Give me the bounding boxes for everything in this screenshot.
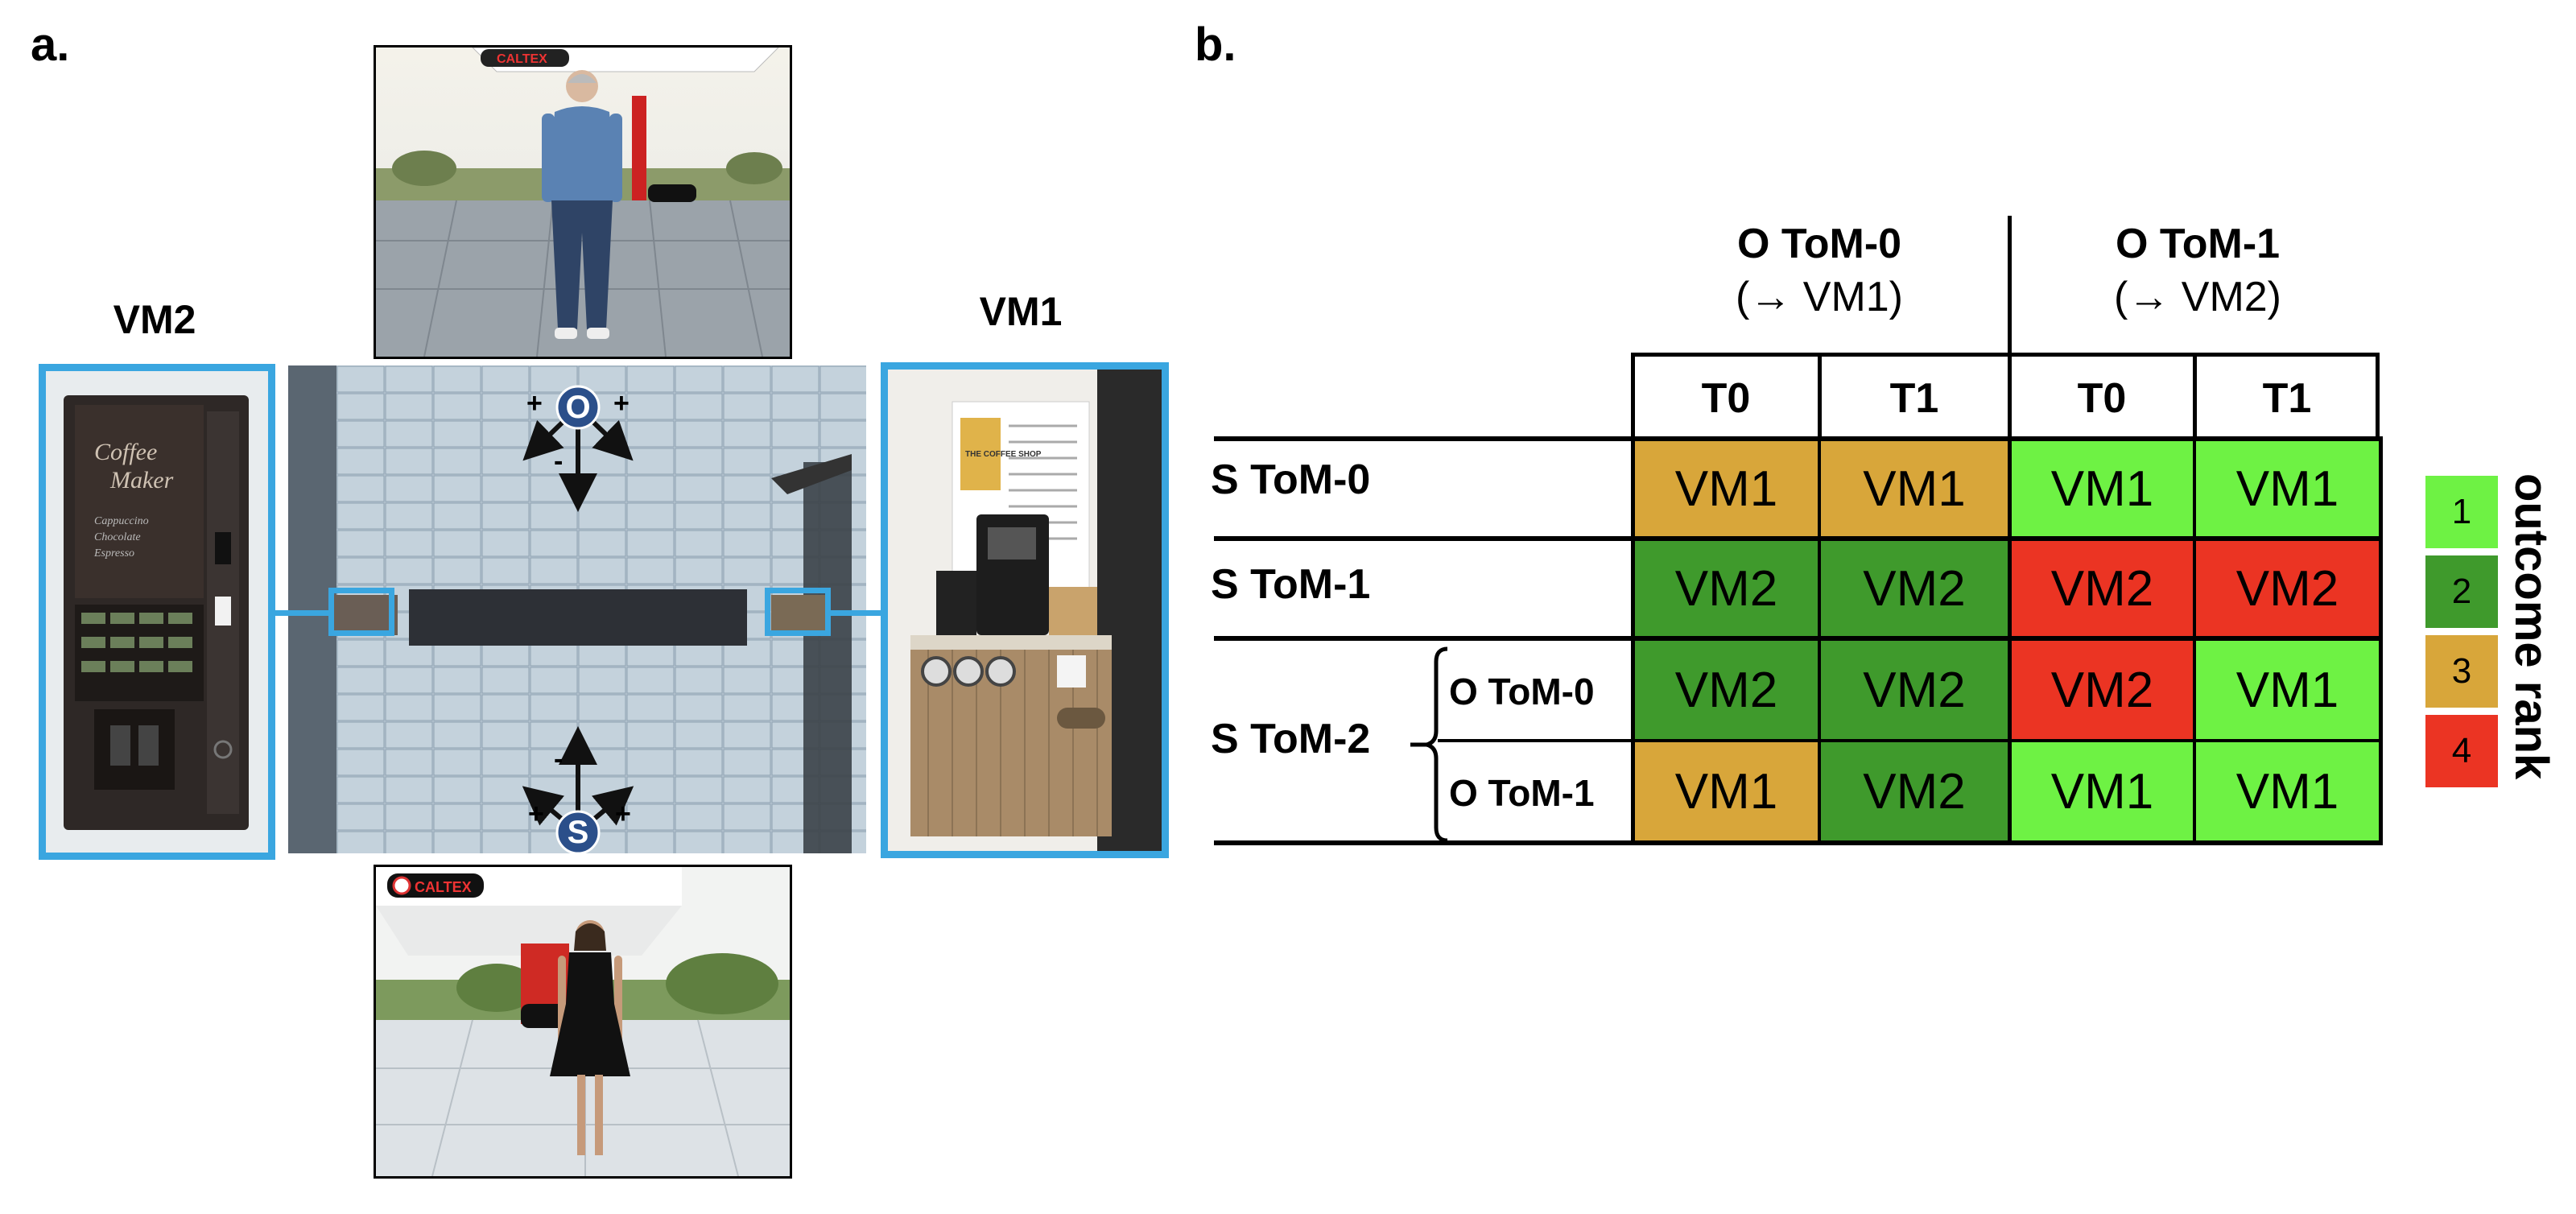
legend-rank-2: 2 — [2423, 553, 2500, 630]
table-cell: VM1 — [2196, 742, 2379, 840]
row-label-s-tom2: S ToM-2 — [1211, 716, 1371, 762]
subcol-t1-a: T1 — [1889, 375, 1939, 422]
table-cell: VM2 — [1821, 641, 2008, 739]
agent-o-scene: CALTEX — [376, 47, 790, 357]
grid-v1 — [1818, 436, 1821, 844]
subcol-t0-b: T0 — [2077, 375, 2127, 422]
rule-bottom — [1214, 840, 2383, 845]
vm2-brand-line2: Maker — [109, 467, 174, 493]
vm1-machine-graphic: THE COFFEE SHOP — [888, 370, 1162, 851]
table-cell: VM1 — [2012, 742, 2193, 840]
rule-top — [1214, 436, 2383, 441]
col-group-o-tom0: O ToM-0 (→ VM1) — [1634, 217, 2004, 324]
panel-label-a: a. — [31, 19, 70, 71]
rule-row1 — [1214, 536, 2383, 541]
caltex-sign-bottom: CALTEX — [415, 879, 472, 895]
s-tom2-bracket — [1410, 646, 1448, 843]
table-cell: VM2 — [1821, 541, 2008, 636]
caltex-sign-top: CALTEX — [497, 52, 547, 66]
vm2-item-2: Chocolate — [94, 531, 141, 543]
col-group-o-tom0-line1: O ToM-0 — [1736, 221, 1902, 267]
vm2-photo: Coffee Maker Cappuccino Chocolate Espres… — [39, 364, 275, 860]
photo-agent-o: CALTEX — [374, 45, 792, 359]
agent-o-arrows — [522, 385, 634, 512]
header-divider — [2008, 216, 2012, 354]
subcol-t0-a: T0 — [1701, 375, 1751, 422]
table-cell: VM1 — [2196, 441, 2379, 536]
agent-s-minus: - — [554, 744, 564, 774]
vm1-photo: THE COFFEE SHOP — [881, 362, 1169, 858]
subheader-line-3 — [2193, 353, 2197, 440]
table-cell: VM2 — [1821, 742, 2008, 840]
agent-s-arrows — [522, 726, 634, 853]
table-cell: VM1 — [2196, 641, 2379, 739]
table-cell: VM2 — [2196, 541, 2379, 636]
agent-o-plus-right: + — [613, 388, 630, 419]
vm1-poster-label: THE COFFEE SHOP — [965, 450, 1042, 459]
grid-v2 — [2008, 436, 2012, 844]
legend-rank-1: 1 — [2423, 473, 2500, 551]
subcol-t1-b: T1 — [2262, 375, 2312, 422]
col-group-o-tom1-line1: O ToM-1 — [2115, 221, 2281, 267]
vm2-item-3: Espresso — [93, 547, 134, 560]
agent-o-plus-left: + — [526, 388, 543, 419]
legend-rank-3: 3 — [2423, 633, 2500, 710]
sub-label-o-tom0: O ToM-0 — [1449, 671, 1595, 712]
agent-s-badge: S — [567, 815, 589, 850]
vm2-item-1: Cappuccino — [94, 515, 149, 527]
table-cell: VM1 — [1635, 441, 1818, 536]
grid-left — [1631, 436, 1635, 844]
vm2-label: VM2 — [113, 297, 196, 342]
grid-v3 — [2193, 436, 2196, 844]
col-group-o-tom1-line2: (→ VM2) — [2114, 274, 2281, 320]
top-down-room: O + + - S + + - — [288, 365, 866, 853]
table-cell: VM2 — [1635, 541, 1818, 636]
rule-row3 — [1438, 739, 2383, 742]
table-cell: VM1 — [1635, 742, 1818, 840]
col-group-o-tom0-line2: (→ VM1) — [1736, 274, 1903, 320]
agent-o-badge: O — [565, 390, 591, 425]
row-label-s-tom1: S ToM-1 — [1211, 561, 1371, 608]
vm1-label: VM1 — [979, 289, 1063, 334]
rule-row2 — [1214, 636, 2383, 641]
col-group-o-tom1: O ToM-1 (→ VM2) — [2013, 217, 2383, 324]
subheader-frame — [1631, 353, 2380, 440]
table-cell: VM1 — [1821, 441, 2008, 536]
table-cell: VM1 — [2012, 441, 2193, 536]
agent-s-scene: CALTEX — [376, 867, 790, 1176]
agent-s-plus-left: + — [528, 799, 544, 829]
table-cell: VM2 — [2012, 641, 2193, 739]
row-label-s-tom0: S ToM-0 — [1211, 456, 1371, 503]
vm2-machine-graphic: Coffee Maker Cappuccino Chocolate Espres… — [46, 371, 268, 853]
vm1-marker — [765, 588, 831, 636]
panel-label-b: b. — [1195, 19, 1236, 71]
photo-agent-s: CALTEX — [374, 865, 792, 1179]
subheader-line-1 — [1818, 353, 1822, 440]
table-cell: VM2 — [1635, 641, 1818, 739]
connector-vm1 — [831, 610, 882, 616]
legend-title: outcome rank — [2505, 473, 2557, 780]
agent-o-minus: - — [554, 446, 564, 477]
grid-right — [2379, 436, 2383, 844]
vm2-marker — [328, 588, 394, 636]
sub-label-o-tom1: O ToM-1 — [1449, 772, 1595, 814]
agent-s-plus-right: + — [615, 799, 631, 829]
vm2-brand-line1: Coffee — [94, 439, 157, 465]
legend-rank-4: 4 — [2423, 712, 2500, 790]
table-cell: VM2 — [2012, 541, 2193, 636]
subheader-line-2 — [2008, 353, 2012, 440]
connector-vm2 — [274, 610, 330, 616]
